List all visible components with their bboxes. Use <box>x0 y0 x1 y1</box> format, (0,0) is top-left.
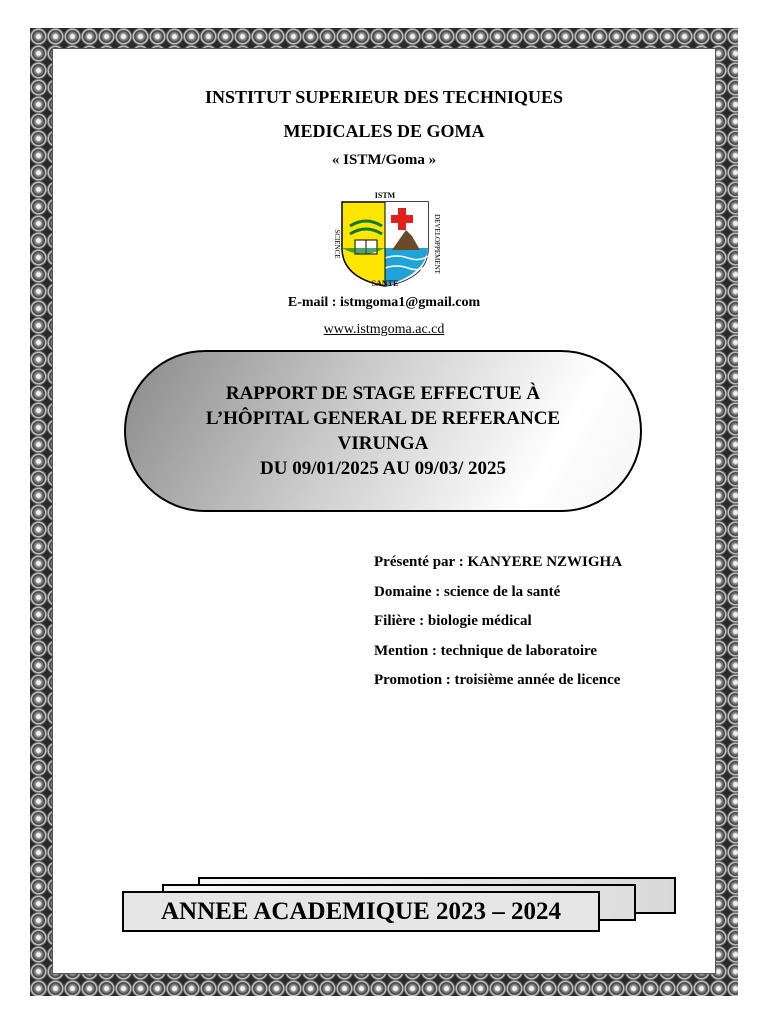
detail-row: Mention : technique de laboratoire <box>374 641 714 671</box>
report-title-box: RAPPORT DE STAGE EFFECTUE À L’HÔPITAL GE… <box>124 350 642 512</box>
report-title-line1: RAPPORT DE STAGE EFFECTUE À <box>225 383 541 404</box>
detail-value: troisième année de licence <box>454 672 621 688</box>
report-title-line2: L’HÔPITAL GENERAL DE REFERANCE <box>205 408 561 429</box>
logo-top-text: ISTM <box>375 191 396 200</box>
detail-label: Filière : <box>374 613 425 629</box>
report-title-line4: DU 09/01/2025 AU 09/03/ 2025 <box>260 458 506 479</box>
logo-bottom-text: SANTE <box>372 279 399 288</box>
detail-row: Domaine : science de la santé <box>374 582 714 612</box>
istm-crest-icon: ISTM SANTE SCIENCE DEVELOPPEMENT <box>333 191 441 288</box>
detail-value: technique de laboratoire <box>440 642 598 659</box>
detail-label: Mention : <box>374 642 437 659</box>
detail-value: KANYERE NZWIGHA <box>467 554 623 570</box>
institution-name-line2: MEDICALES DE GOMA <box>283 121 485 141</box>
logo-right-text: DEVELOPPEMENT <box>433 214 441 275</box>
institution-website-link[interactable]: www.istmgoma.ac.cd <box>323 322 445 337</box>
detail-row: Promotion : troisième année de licence <box>374 670 714 700</box>
student-details: Présenté par : KANYERE NZWIGHA Domaine :… <box>374 552 714 700</box>
report-title-line3: VIRUNGA <box>337 433 429 454</box>
institution-email: E-mail : istmgoma1@gmail.com <box>287 295 481 310</box>
academic-year-banner: ANNEE ACADEMIQUE 2023 – 2024 <box>122 891 600 932</box>
detail-row: Présenté par : KANYERE NZWIGHA <box>374 552 714 582</box>
detail-value: science de la santé <box>444 583 561 600</box>
detail-label: Présenté par : <box>374 554 464 570</box>
detail-row: Filière : biologie médical <box>374 611 714 641</box>
detail-label: Domaine : <box>374 583 441 600</box>
institution-name-line1: INSTITUT SUPERIEUR DES TECHNIQUES <box>205 87 563 107</box>
detail-label: Promotion : <box>374 672 451 688</box>
detail-value: biologie médical <box>427 613 532 629</box>
logo-left-text: SCIENCE <box>333 229 341 258</box>
institution-abbreviation: « ISTM/Goma » <box>331 152 437 168</box>
